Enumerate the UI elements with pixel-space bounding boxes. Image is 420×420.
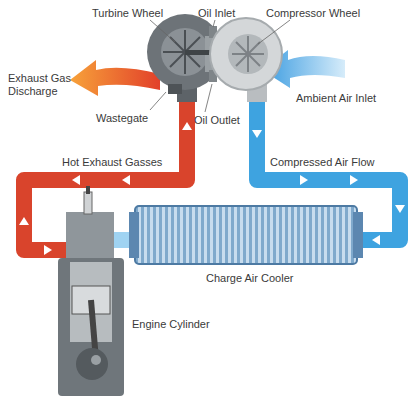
part-label: Hot Exhaust Gasses [62,156,162,169]
compressor-housing [210,18,282,90]
crankshaft [76,348,108,380]
part-label: Ambient Air Inlet [296,92,376,105]
part-label: Turbine Wheel [92,7,163,20]
compressor-wheel [228,34,268,74]
crank-pin [91,355,101,365]
part-label: Compressed Air Flow [270,156,375,169]
part-label: Exhaust Gas Discharge [8,72,72,98]
cooler-tank [129,212,139,258]
cooler-tank [353,212,363,258]
part-label: Oil Inlet [198,7,235,20]
part-label: Wastegate [96,112,148,125]
charge-air-cooler [135,206,357,264]
wastegate [168,84,182,94]
exhaust-arrow [70,60,160,96]
part-label: Charge Air Cooler [206,272,293,285]
part-label: Engine Cylinder [132,318,210,331]
spark-plug-tip [86,186,90,194]
part-label: Oil Outlet [194,114,240,127]
leader-lines [150,20,290,112]
engine-block [58,258,124,396]
compressor-blades [232,36,264,72]
spark-plug [84,192,92,214]
cylinder-head [66,212,114,260]
part-label: Compressor Wheel [266,7,360,20]
